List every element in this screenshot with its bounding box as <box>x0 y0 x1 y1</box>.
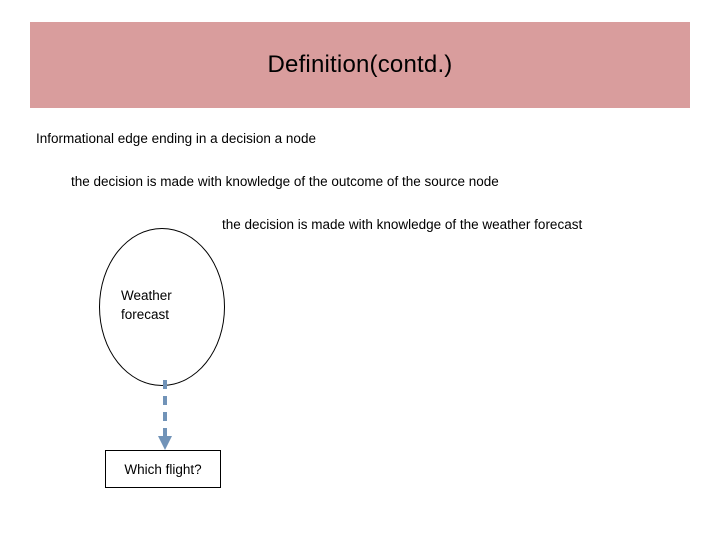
informational-edge-arrow <box>158 380 172 450</box>
decision-node-box: Which flight? <box>105 450 221 488</box>
title-band <box>30 22 690 108</box>
chance-node-label: Weather forecast <box>121 286 231 324</box>
body-line-3: the decision is made with knowledge of t… <box>222 217 583 232</box>
page-title: Definition(contd.) <box>267 51 453 78</box>
chance-node-ellipse <box>99 228 225 386</box>
body-line-2: the decision is made with knowledge of t… <box>71 174 499 189</box>
chance-node-label-line-1: Weather <box>121 288 172 303</box>
body-line-1: Informational edge ending in a decision … <box>36 131 316 146</box>
chance-node-label-line-2: forecast <box>121 307 170 322</box>
